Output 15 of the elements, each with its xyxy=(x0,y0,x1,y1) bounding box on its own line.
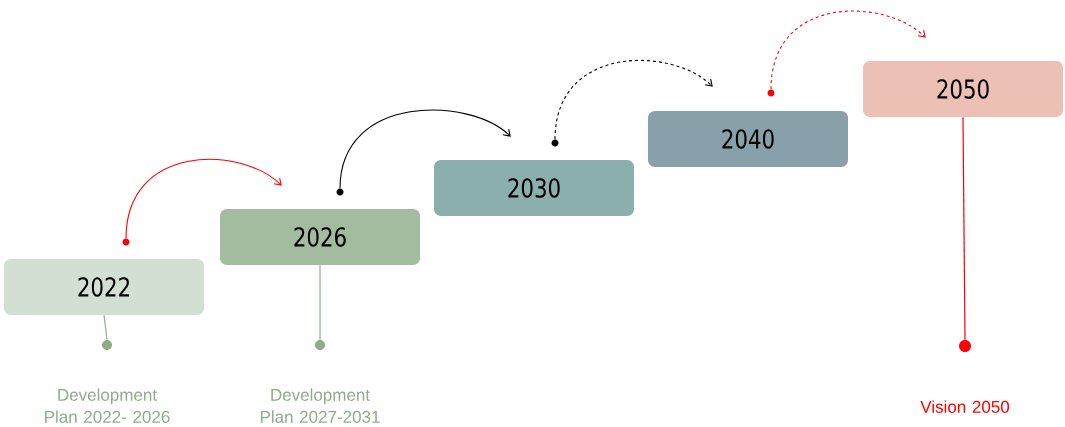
stem-line xyxy=(319,264,321,341)
year-box: 2030 xyxy=(434,160,634,216)
curved-arrow xyxy=(554,59,713,140)
year-box: 2026 xyxy=(220,209,420,265)
plan-label: Development Plan 2027-2031 xyxy=(260,388,380,423)
curved-arrow xyxy=(770,10,926,90)
curved-arrow xyxy=(339,109,511,189)
year-box: 2050 xyxy=(863,61,1063,117)
stem-line xyxy=(103,314,108,341)
year-box: 2022 xyxy=(4,259,204,315)
stem-line xyxy=(962,116,966,341)
curved-arrow xyxy=(125,158,282,239)
plan-label: Vision 2050 xyxy=(920,400,1010,413)
plan-label: Development Plan 2022- 2026 xyxy=(45,388,170,423)
year-box: 2040 xyxy=(648,111,848,167)
